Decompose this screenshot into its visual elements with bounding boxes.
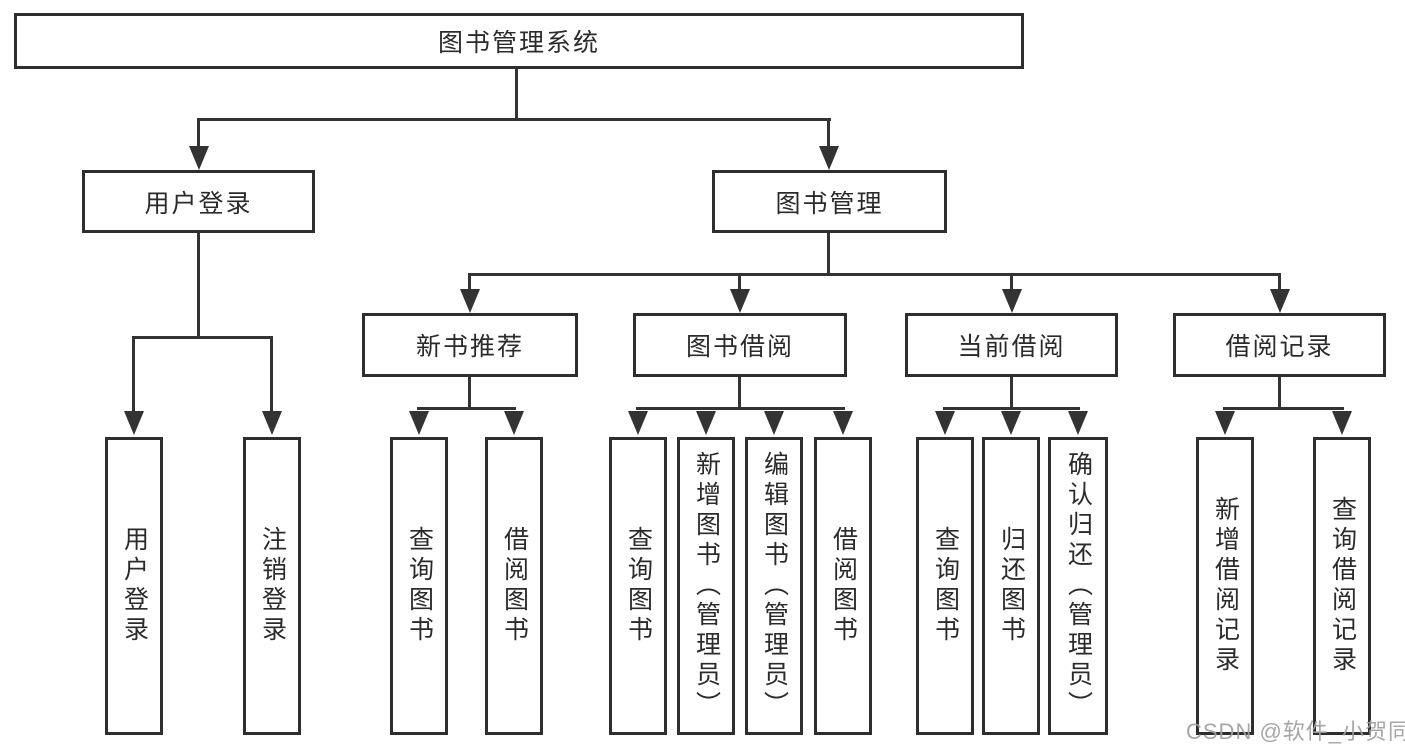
node-user-login: 用户登录 [82, 170, 315, 233]
node-book-borrow-label: 图书借阅 [685, 333, 794, 361]
connector-book-mgmt-drop-1 [468, 276, 471, 290]
leaf-borrow-query-books: 查询图书 [609, 437, 667, 735]
arrowhead-current-borrow [1002, 289, 1022, 313]
leaf-records-query-record: 查询借阅记录 [1313, 437, 1371, 735]
node-current-borrow: 当前借阅 [905, 313, 1118, 377]
connector-user-login-rail [132, 336, 273, 339]
node-current-borrow-label: 当前借阅 [957, 333, 1066, 361]
leaf-current-confirm-return-admin: 确认归还（管理员） [1048, 437, 1108, 735]
connector-records-stem [1278, 377, 1281, 407]
leaf-current-query-books-label: 查询图书 [931, 526, 960, 646]
connector-book-mgmt-stem [827, 233, 830, 273]
arrowhead-records-add [1215, 411, 1235, 435]
connector-borrow-stem [738, 377, 741, 407]
connector-borrow-rail [636, 407, 845, 410]
arrowhead-current-confirm [1068, 411, 1088, 435]
arrowhead-leaf-logout [262, 411, 282, 435]
arrowhead-borrow-add [696, 411, 716, 435]
arrowhead-recommend-query [409, 411, 429, 435]
arrowhead-new-book-recommend [460, 289, 480, 313]
arrowhead-borrow-records [1270, 289, 1290, 313]
connector-user-login-drop-1 [132, 336, 135, 411]
arrowhead-book-management [819, 146, 839, 170]
connector-records-rail [1223, 407, 1344, 410]
node-borrow-records-label: 借阅记录 [1225, 333, 1334, 361]
leaf-recommend-query-books-label: 查询图书 [405, 526, 434, 646]
arrowhead-borrow-query [628, 411, 648, 435]
connector-root-drop-left [197, 118, 200, 148]
leaf-user-login-label: 用户登录 [120, 526, 149, 646]
connector-book-mgmt-drop-3 [1010, 276, 1013, 290]
arrowhead-book-borrow [730, 289, 750, 313]
leaf-records-add-record-label: 新增借阅记录 [1211, 496, 1240, 676]
leaf-current-query-books: 查询图书 [916, 437, 974, 735]
leaf-recommend-borrow-books: 借阅图书 [485, 437, 543, 735]
leaf-logout: 注销登录 [243, 437, 301, 735]
node-user-login-label: 用户登录 [144, 189, 253, 218]
node-book-management: 图书管理 [712, 170, 947, 233]
leaf-recommend-borrow-books-label: 借阅图书 [500, 526, 529, 646]
arrowhead-current-query [935, 411, 955, 435]
leaf-user-login: 用户登录 [105, 437, 163, 735]
connector-user-login-stem [197, 233, 200, 336]
node-book-borrow: 图书借阅 [633, 313, 847, 377]
leaf-current-confirm-return-admin-label: 确认归还（管理员） [1064, 451, 1093, 721]
node-library-system-label: 图书管理系统 [437, 29, 600, 57]
leaf-borrow-edit-books-admin-label: 编辑图书（管理员） [760, 451, 789, 721]
arrowhead-user-login [189, 146, 209, 170]
arrowhead-borrow-edit [764, 411, 784, 435]
arrowhead-leaf-user-login [124, 411, 144, 435]
connector-root-stem [515, 69, 518, 118]
leaf-current-return-books: 归还图书 [982, 437, 1040, 735]
connector-book-mgmt-drop-4 [1278, 276, 1281, 290]
leaf-borrow-add-books-admin: 新增图书（管理员） [677, 437, 735, 735]
arrowhead-borrow-borrow [833, 411, 853, 435]
arrowhead-current-return [1001, 411, 1021, 435]
connector-recommend-stem [468, 377, 471, 407]
leaf-logout-label: 注销登录 [258, 526, 287, 646]
leaf-recommend-query-books: 查询图书 [390, 437, 448, 735]
connector-user-login-drop-2 [270, 336, 273, 411]
connector-book-mgmt-drop-2 [738, 276, 741, 290]
node-new-book-recommend-label: 新书推荐 [415, 333, 524, 361]
node-library-system: 图书管理系统 [14, 13, 1024, 69]
node-borrow-records: 借阅记录 [1173, 313, 1386, 377]
leaf-borrow-query-books-label: 查询图书 [624, 526, 653, 646]
leaf-borrow-borrow-books: 借阅图书 [814, 437, 872, 735]
arrowhead-recommend-borrow [504, 411, 524, 435]
leaf-records-add-record: 新增借阅记录 [1196, 437, 1254, 735]
leaf-current-return-books-label: 归还图书 [997, 526, 1026, 646]
connector-current-stem [1010, 377, 1013, 407]
leaf-borrow-add-books-admin-label: 新增图书（管理员） [692, 451, 721, 721]
node-new-book-recommend: 新书推荐 [362, 313, 578, 377]
watermark: CSDN @软件_小贺同学 [1186, 719, 1405, 744]
connector-root-rail [197, 118, 831, 121]
connector-recommend-rail [417, 407, 516, 410]
leaf-borrow-borrow-books-label: 借阅图书 [829, 526, 858, 646]
connector-current-rail [943, 407, 1080, 410]
leaf-records-query-record-label: 查询借阅记录 [1328, 496, 1357, 676]
connector-root-drop-right [827, 118, 830, 148]
arrowhead-records-query [1332, 411, 1352, 435]
node-book-management-label: 图书管理 [775, 189, 884, 218]
connector-book-mgmt-rail [468, 273, 1281, 276]
leaf-borrow-edit-books-admin: 编辑图书（管理员） [745, 437, 803, 735]
